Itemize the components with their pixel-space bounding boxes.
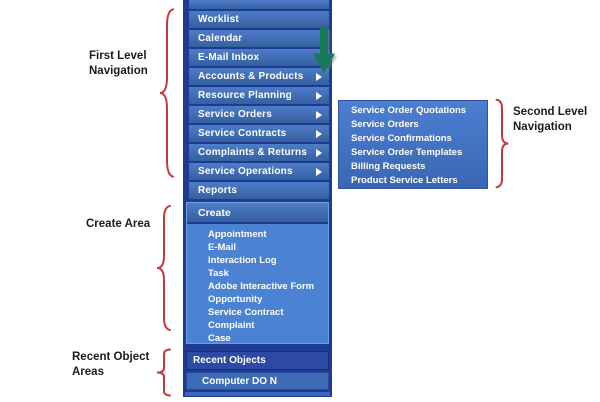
submenu-arrow-icon [316,72,322,81]
nav1-item-label: Home [189,0,329,3]
submenu-arrow-icon [316,167,322,176]
recent-objects-header: Recent Objects [186,351,329,370]
nav1-item[interactable]: Reports [189,180,329,199]
nav1-item-label: Reports [198,185,238,196]
nav1-item[interactable]: Service Contracts [189,123,329,142]
nav1-item-label: Resource Planning [198,90,292,101]
nav1-item[interactable]: E-Mail Inbox [189,47,329,66]
nav1-item-label: Service Orders [198,109,272,120]
recent-objects-title: Recent Objects [193,355,266,366]
create-item[interactable]: Adobe Interactive Form [187,280,328,293]
nav1-item[interactable]: Worklist [189,9,329,28]
brace-recent-objects [153,348,175,397]
submenu-arrow-icon [316,110,322,119]
create-item[interactable]: Opportunity [187,293,328,306]
create-header: Create [187,203,328,224]
first-level-navigation: Home Worklist Calendar E-Mail Inbox [183,0,332,199]
nav2-item-label: Service Order Quotations [351,104,467,116]
create-item-label: Opportunity [208,294,263,305]
nav2-item[interactable]: Product Service Letters [339,173,487,187]
navigation-column: Home Worklist Calendar E-Mail Inbox [183,0,332,397]
nav2-item[interactable]: Service Orders [339,117,487,131]
recent-object-item[interactable]: Computer DO N [186,372,329,390]
recent-object-label: Computer DO N [202,375,277,387]
nav2-item[interactable]: Service Confirmations [339,131,487,145]
nav1-item[interactable]: Resource Planning [189,85,329,104]
nav1-item[interactable]: Complaints & Returns [189,142,329,161]
create-item-label: Interaction Log [208,255,277,266]
nav1-item-label: Service Operations [198,166,293,177]
brace-create-area [153,202,175,334]
nav1-item-label: E-Mail Inbox [198,52,260,63]
nav1-item-label: Complaints & Returns [198,147,308,158]
panel-bottom-edge [185,392,330,396]
down-arrow-icon [313,27,335,74]
nav2-item-label: Service Confirmations [351,132,452,144]
nav2-item-label: Service Orders [351,118,419,130]
create-item[interactable]: Service Contract [187,306,328,319]
nav2-item-label: Service Order Templates [351,146,463,158]
create-item-label: Service Contract [208,307,284,318]
brace-first-level [156,4,178,182]
nav2-item-label: Billing Requests [351,160,426,172]
nav1-item-label: Calendar [198,33,243,44]
create-item-label: Complaint [208,320,255,331]
create-item-label: Adobe Interactive Form [208,281,315,292]
nav2-item[interactable]: Billing Requests [339,159,487,173]
submenu-arrow-icon [316,129,322,138]
nav1-item-label: Service Contracts [198,128,287,139]
nav1-item[interactable]: Service Orders [189,104,329,123]
nav1-item[interactable]: Calendar [189,28,329,47]
nav2-item-label: Product Service Letters [351,174,458,186]
create-item[interactable]: Complaint [187,319,328,332]
create-item[interactable]: Interaction Log [187,254,328,267]
submenu-arrow-icon [316,91,322,100]
nav1-item[interactable]: Home [189,0,329,9]
create-item-label: Appointment [208,229,267,240]
nav1-item-label: Worklist [198,14,239,25]
create-item[interactable]: Case [187,332,328,345]
second-level-navigation-label: Second Level Navigation [513,106,588,133]
nav1-item[interactable]: Accounts & Products [189,66,329,85]
create-title: Create [198,206,231,219]
recent-objects-list: Computer DO N [183,372,332,390]
second-level-navigation: Service Order Quotations Service Orders … [338,100,488,189]
first-level-navigation-label: First Level Navigation [89,50,148,77]
create-item-label: Case [208,333,231,344]
create-item[interactable]: Task [187,267,328,280]
create-item[interactable]: E-Mail [187,241,328,254]
submenu-arrow-icon [316,148,322,157]
create-item-list: Appointment E-Mail Interaction Log Task [187,224,328,345]
create-item-label: E-Mail [208,242,236,253]
recent-objects-panel: Recent Objects Computer DO N [183,349,332,397]
nav2-item[interactable]: Service Order Templates [339,145,487,159]
create-panel: Create Appointment E-Mail Interaction Lo… [186,202,329,344]
recent-object-areas-label: Recent Object Areas [72,351,150,378]
nav2-item[interactable]: Service Order Quotations [339,103,487,117]
nav1-item[interactable]: Service Operations [189,161,329,180]
create-item-label: Task [208,268,229,279]
nav1-item-label: Accounts & Products [198,71,304,82]
brace-second-level [492,97,512,190]
create-item[interactable]: Appointment [187,228,328,241]
create-area-label: Create Area [86,218,151,230]
